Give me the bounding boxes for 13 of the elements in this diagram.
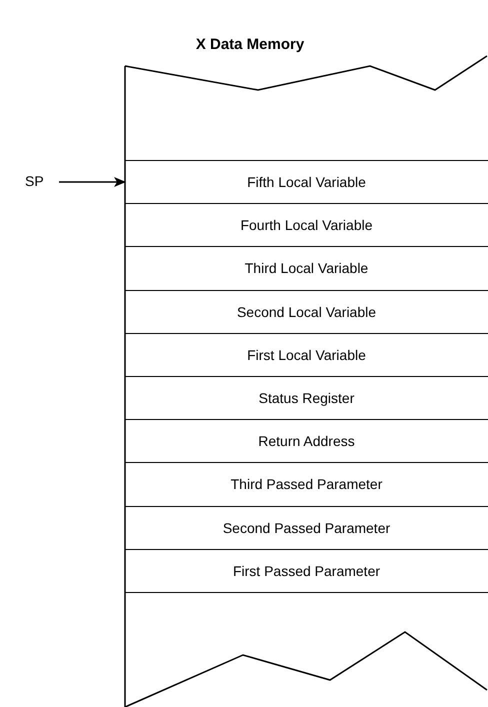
memory-cell: Third Local Variable	[125, 246, 488, 290]
memory-cell: First Local Variable	[125, 332, 488, 376]
memory-cell: Return Address	[125, 419, 488, 462]
memory-cell: Fifth Local Variable	[125, 160, 488, 204]
memory-cell: Fourth Local Variable	[125, 203, 488, 246]
memory-cell: Second Local Variable	[125, 290, 488, 333]
memory-cell: Second Passed Parameter	[125, 506, 488, 549]
memory-cell: Status Register	[125, 376, 488, 420]
memory-cell: Third Passed Parameter	[125, 462, 488, 506]
arrow	[59, 177, 126, 187]
pointer-label: SP	[25, 173, 44, 189]
memory-cell: First Passed Parameter	[125, 548, 488, 594]
diagram-title: X Data Memory	[194, 36, 306, 53]
